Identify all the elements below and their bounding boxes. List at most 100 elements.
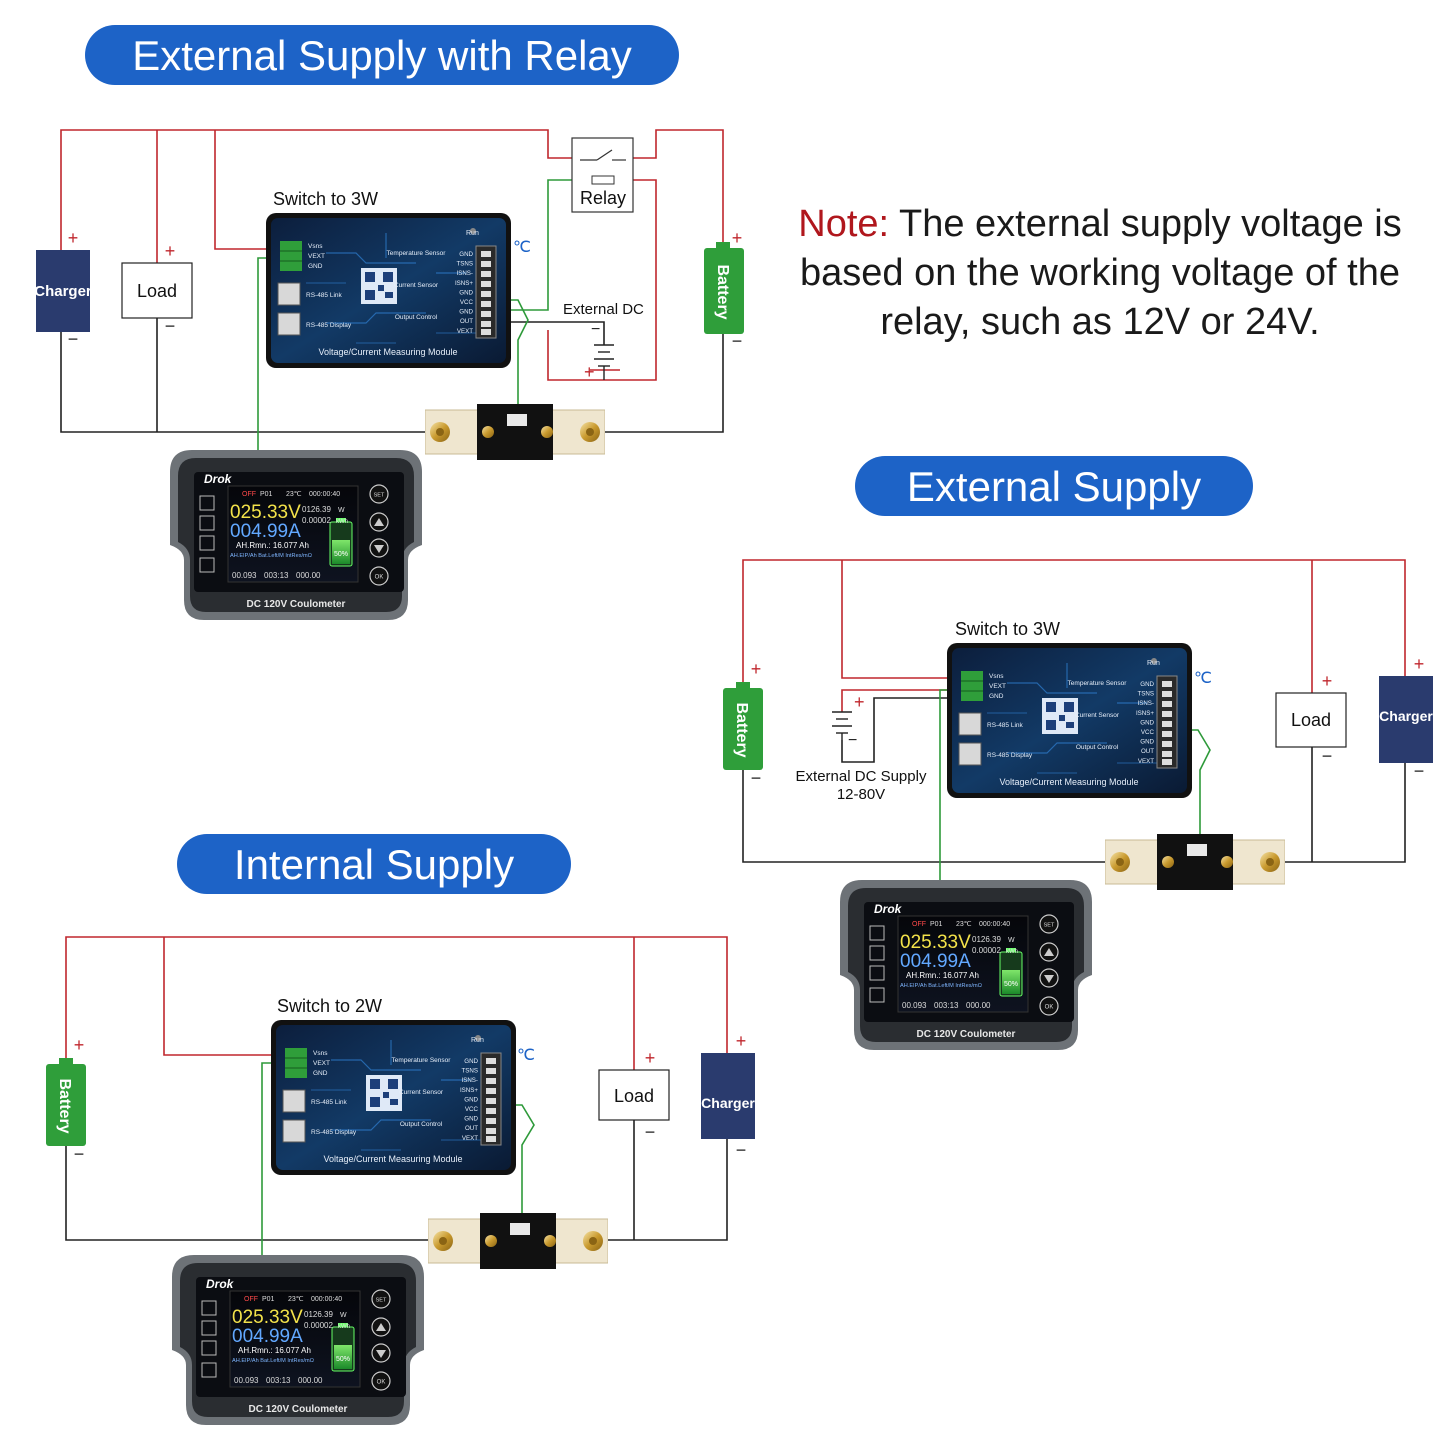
plus-sign: +	[732, 228, 743, 248]
pin-label: GND	[464, 1096, 478, 1103]
current-sensor-label: Current Sensor	[399, 1089, 444, 1096]
set-button-label: SET	[376, 1298, 387, 1304]
battery-box	[46, 1064, 86, 1146]
power-readout: 0126.39	[302, 505, 331, 514]
minus-sign: −	[591, 321, 600, 338]
minus-sign: −	[1322, 746, 1333, 766]
pin-label: VEXT	[1138, 758, 1154, 765]
pin-label: GND	[308, 263, 323, 270]
battery-label: Battery	[714, 264, 731, 319]
plus-sign: +	[584, 362, 595, 382]
rs485-link-label: RS-485 Link	[987, 722, 1024, 729]
time-text: 000:00:40	[309, 491, 340, 498]
current-readout: 004.99A	[232, 1326, 303, 1347]
charger-label: Charger	[1379, 708, 1433, 724]
status-text: OFF	[912, 921, 926, 928]
ah-remaining-text: AH.Rmn.: 16.077 Ah	[238, 1346, 311, 1355]
plus-sign: +	[74, 1035, 85, 1055]
negative-wires	[60, 318, 724, 433]
pin-label: ISNS-	[461, 1077, 478, 1084]
battery-percent: 50%	[1004, 981, 1018, 988]
ok-button-label: OK	[375, 575, 384, 581]
measuring-module	[271, 1020, 516, 1175]
plus-sign: +	[645, 1048, 656, 1068]
note-text: Note: The external supply voltage is bas…	[775, 200, 1425, 347]
pin-label: Vsns	[308, 243, 323, 250]
pin-label: VEXT	[462, 1135, 478, 1142]
battery-label: Battery	[733, 702, 750, 757]
ok-button-label: OK	[377, 1380, 386, 1386]
charger-box	[36, 250, 90, 332]
temp-sensor-label: Temperature Sensor	[1068, 680, 1128, 687]
ah-remaining-text: AH.Rmn.: 16.077 Ah	[906, 971, 979, 980]
meter-name: DC 120V Coulometer	[249, 1404, 348, 1415]
pin-label: GND	[464, 1058, 478, 1065]
brand-logo: Drok	[206, 1277, 235, 1291]
energy-unit: kWh	[336, 519, 348, 525]
temperature-text: 23℃	[956, 921, 972, 928]
meter-name: DC 120V Coulometer	[247, 599, 346, 610]
pin-label: VCC	[1141, 729, 1155, 736]
pin-label: ISNS-	[456, 270, 473, 277]
temp-sensor-label: Temperature Sensor	[392, 1057, 452, 1064]
minus-sign: −	[645, 1122, 656, 1142]
voltage-readout: 025.33V	[232, 1307, 303, 1328]
pin-label: TSNS	[1137, 691, 1154, 698]
positive-wires	[60, 129, 724, 381]
bottom-value: 000.00	[966, 1001, 991, 1010]
pin-label: ISNS+	[1136, 710, 1154, 717]
pin-label: GND	[459, 289, 473, 296]
pin-label: VEXT	[457, 328, 473, 335]
brand-logo: Drok	[204, 472, 233, 486]
pin-label: Vsns	[313, 1050, 328, 1057]
positive-wires	[742, 559, 1406, 712]
rs485-display-label: RS-485 Display	[311, 1129, 357, 1136]
power-readout: 0126.39	[972, 935, 1001, 944]
external-dc-source	[594, 344, 614, 380]
external-dc-source	[832, 711, 852, 740]
title-external: External Supply	[855, 456, 1253, 516]
temp-sensor-label: Temperature Sensor	[387, 250, 447, 257]
pin-label: OUT	[1141, 748, 1154, 755]
voltage-readout: 025.33V	[230, 502, 301, 523]
pin-label: VCC	[465, 1106, 479, 1113]
temp-sensor-icon: ℃	[517, 1047, 535, 1064]
power-readout: 0126.39	[304, 1310, 333, 1319]
plus-sign: +	[854, 692, 865, 712]
charger-label: Charger	[701, 1095, 755, 1111]
pin-label: GND	[313, 1070, 328, 1077]
minus-sign: −	[751, 768, 762, 788]
run-label: Run	[466, 230, 479, 237]
pin-label: VEXT	[989, 683, 1006, 690]
bottom-value: 003:13	[934, 1001, 959, 1010]
load-box	[598, 1069, 670, 1121]
pin-label: ISNS+	[455, 280, 473, 287]
current-readout: 004.99A	[230, 521, 301, 542]
energy-readout: 0.00002	[302, 516, 331, 525]
output-control-label: Output Control	[1076, 744, 1119, 751]
info-row-text: AH.EIP/Ah Bat.Left/M IntRes/mΩ	[230, 553, 312, 559]
load-label: Load	[1291, 710, 1331, 730]
title-relay: External Supply with Relay	[85, 25, 679, 85]
power-unit: W	[338, 507, 345, 514]
positive-wires	[65, 936, 728, 1070]
brand-logo: Drok	[874, 902, 903, 916]
temperature-text: 23℃	[288, 1296, 304, 1303]
module-title: Voltage/Current Measuring Module	[323, 1154, 462, 1164]
temp-sensor-icon: ℃	[513, 239, 531, 256]
energy-unit: kWh	[338, 1324, 350, 1330]
pin-label: VCC	[460, 299, 474, 306]
pin-label: ISNS+	[460, 1087, 478, 1094]
external-dc-supply-label: External DC Supply	[796, 768, 927, 785]
switch-label: Switch to 2W	[277, 996, 382, 1016]
external-dc-label: External DC	[563, 301, 644, 318]
output-control-label: Output Control	[395, 314, 438, 321]
load-box	[121, 262, 193, 319]
measuring-module	[266, 213, 511, 368]
pin-label: GND	[459, 251, 473, 258]
battery-box	[723, 688, 763, 770]
pin-label: GND	[1140, 719, 1154, 726]
